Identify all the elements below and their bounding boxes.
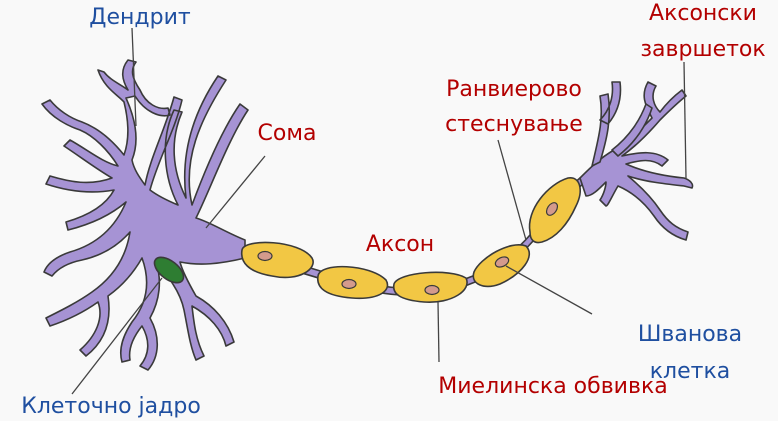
label-ranvier-line1: Ранвиерово [446, 77, 582, 102]
leader-myelin [437, 301, 440, 363]
soma-body [41, 59, 249, 371]
leader-terminal [683, 61, 687, 179]
schwann-nucleus [545, 202, 559, 216]
label-schwann-line1: Шванова [638, 322, 742, 347]
schwann-cell-1 [240, 241, 314, 279]
label-schwann-line2: клетка [650, 359, 730, 384]
leader-soma [205, 155, 266, 229]
leader-dendrite [131, 27, 137, 127]
label-myelin: Миелинска обвивка [438, 374, 667, 399]
schwann-nuclei [257, 202, 559, 296]
leader-ranvier [497, 139, 527, 241]
myelin-sheath [240, 177, 581, 303]
schwann-nucleus [424, 284, 440, 296]
schwann-nucleus [341, 278, 357, 290]
label-terminal-line2: завршеток [640, 37, 765, 62]
label-terminal-line1: Аксонски [649, 1, 757, 26]
label-dendrite: Дендрит [89, 5, 191, 30]
label-ranvier-line2: стеснување [445, 112, 583, 137]
schwann-nucleus [257, 250, 273, 262]
label-axon: Аксон [366, 232, 434, 257]
label-soma: Сома [258, 121, 317, 146]
leader-nucleus [71, 277, 163, 395]
schwann-nucleus [494, 256, 510, 268]
leader-lines [71, 27, 687, 395]
cell-nucleus [153, 256, 185, 284]
axon-terminal-twigs [591, 81, 653, 167]
leader-schwann [505, 265, 593, 315]
axon-terminal [579, 81, 694, 241]
label-nucleus: Клеточно јадро [21, 394, 201, 419]
